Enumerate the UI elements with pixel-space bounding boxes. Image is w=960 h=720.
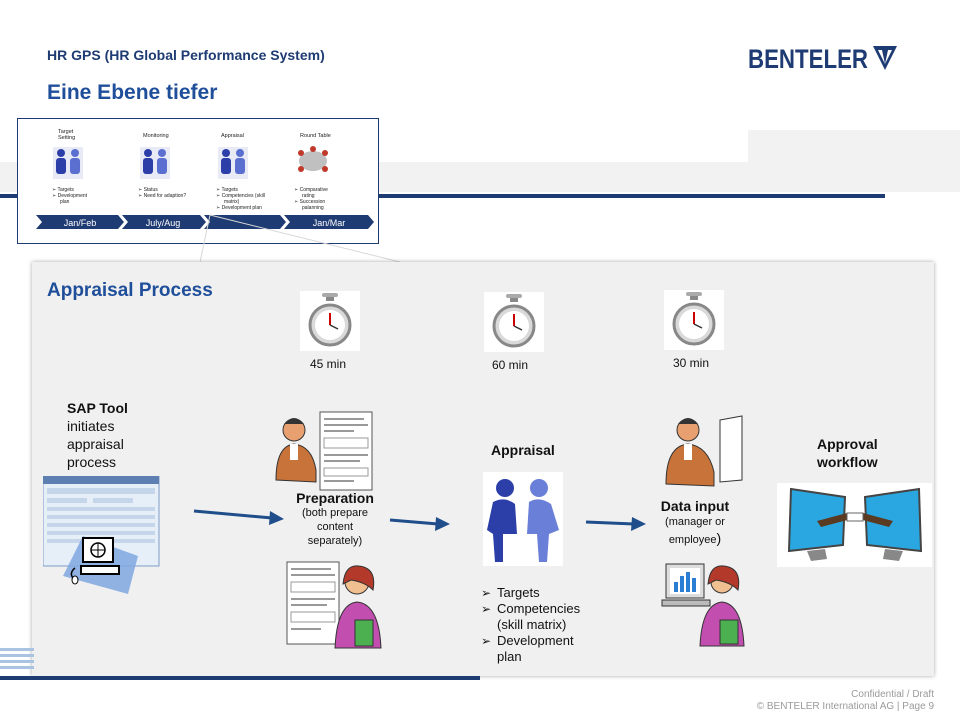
- round-table-icon: [298, 146, 328, 172]
- svg-text:rating: rating: [302, 193, 315, 199]
- approval-workflow-title: Approval workflow: [817, 435, 878, 471]
- timeline-july-aug: July/Aug: [146, 218, 181, 228]
- stopwatch-icon: [484, 292, 544, 352]
- meeting-figures-icon: [483, 472, 563, 571]
- process-overview-thumbnail: Target Setting Monitoring Appraisal Roun…: [17, 118, 379, 244]
- employee-working-image: [285, 560, 385, 655]
- flow-arrow-icon: [585, 517, 646, 531]
- svg-text:➢ Status: ➢ Status: [138, 187, 158, 193]
- sap-tool-line: initiates: [67, 418, 115, 434]
- data-input-description: Data input (manager or employee): [655, 498, 735, 548]
- sap-tool-line: appraisal: [67, 436, 124, 452]
- computer-icon: [70, 537, 120, 585]
- approval-title-line: Approval: [817, 436, 878, 452]
- decorative-stripes: [0, 648, 34, 669]
- svg-text:matrix): matrix): [224, 199, 240, 205]
- employee-at-computer-image: [660, 560, 745, 653]
- page-footer: Confidential / Draft © BENTELER Internat…: [757, 689, 934, 713]
- flow-arrow-icon: [389, 517, 450, 531]
- svg-text:➢ Targets: ➢ Targets: [216, 187, 238, 193]
- manager-working-image: [272, 410, 377, 500]
- phase-label-target-setting: Target: [58, 129, 74, 135]
- svg-text:➢ Targets: ➢ Targets: [52, 187, 74, 193]
- sap-screen-image: [42, 475, 161, 601]
- approval-title-line: workflow: [817, 454, 878, 470]
- phase-label-appraisal: Appraisal: [221, 133, 244, 139]
- zoom-connector: [200, 214, 401, 263]
- benteler-logo: BENTELER: [748, 40, 898, 74]
- svg-text:➢ Need for adaption?: ➢ Need for adaption?: [138, 193, 186, 199]
- header-divider: [0, 194, 885, 198]
- stopwatch-icon: [664, 290, 724, 350]
- list-item: Development plan: [481, 633, 596, 665]
- svg-text:plan: plan: [60, 199, 70, 205]
- copyright-page-number: © BENTELER International AG | Page 9: [756, 701, 934, 712]
- svg-text:➢ Development plan: ➢ Development plan: [216, 205, 262, 211]
- meeting-figures-icon: [53, 147, 248, 179]
- data-input-bracket: ): [716, 530, 722, 546]
- document-subtitle: HR GPS (HR Global Performance System): [47, 47, 325, 63]
- sap-tool-title: SAP Tool: [67, 400, 128, 416]
- timeline-jan-mar: Jan/Mar: [313, 218, 346, 228]
- manager-at-computer-image: [664, 410, 744, 495]
- header-band-right: [748, 130, 960, 192]
- timer-label-preparation: 45 min: [310, 357, 347, 371]
- svg-text:➢ Development: ➢ Development: [52, 193, 88, 199]
- svg-text:palanning: palanning: [302, 205, 324, 211]
- svg-text:Setting: Setting: [58, 135, 75, 141]
- svg-text:➢ Competencies (skill: ➢ Competencies (skill: [216, 193, 265, 199]
- confidentiality-note: Confidential / Draft: [851, 689, 934, 700]
- preparation-title: Preparation: [296, 490, 374, 506]
- list-item: Competencies (skill matrix): [481, 601, 596, 633]
- preparation-description: Preparation (both prepare content separa…: [292, 490, 378, 548]
- sap-tool-description: SAP Tool initiates appraisal process: [67, 399, 128, 471]
- preparation-line: content: [316, 521, 354, 533]
- phase-label-round-table: Round Table: [300, 133, 331, 139]
- appraisal-title: Appraisal: [491, 442, 555, 458]
- sap-tool-line: process: [67, 454, 117, 470]
- preparation-line: (both prepare: [301, 507, 369, 519]
- svg-text:➢ Comparative: ➢ Comparative: [294, 187, 328, 193]
- page-title: Eine Ebene tiefer: [47, 81, 218, 104]
- phase-label-monitoring: Monitoring: [143, 133, 169, 139]
- timer-label-data-input: 30 min: [673, 356, 710, 370]
- logo-emblem-icon: [873, 46, 897, 70]
- preparation-line: separately): [307, 535, 363, 547]
- stopwatch-icon: [300, 291, 360, 351]
- data-input-line: employee: [668, 534, 717, 546]
- data-input-line: (manager or: [665, 516, 725, 528]
- footer-divider: [0, 676, 480, 680]
- timer-label-appraisal: 60 min: [492, 358, 529, 372]
- list-item: Targets: [481, 585, 596, 601]
- appraisal-topics-list: Targets Competencies (skill matrix) Deve…: [481, 585, 596, 665]
- svg-text:➢ Succession: ➢ Succession: [294, 199, 325, 205]
- panel-heading: Appraisal Process: [47, 280, 213, 301]
- logo-wordmark: BENTELER: [748, 44, 868, 74]
- flow-arrow-icon: [193, 509, 284, 525]
- thumbnail-timeline: Jan/Feb July/Aug Jan/Mar: [36, 215, 374, 229]
- timeline-jan-feb: Jan/Feb: [64, 218, 97, 228]
- data-input-title: Data input: [660, 498, 730, 514]
- approval-monitors-image: [777, 483, 932, 572]
